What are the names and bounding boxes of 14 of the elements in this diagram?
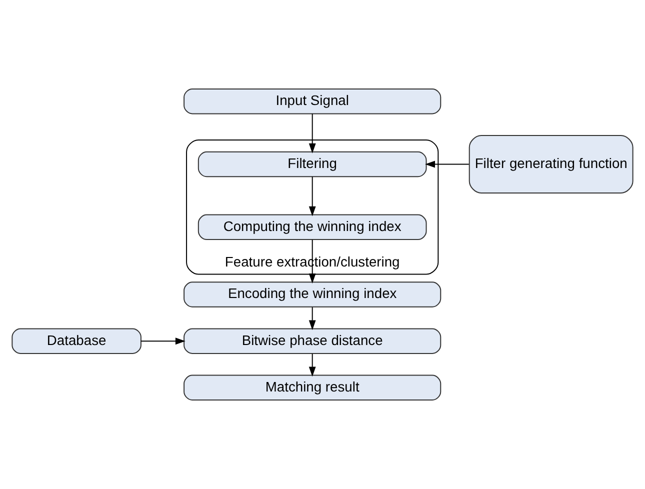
node-box: Database	[12, 328, 142, 354]
node-box: Filter generating function	[468, 135, 634, 194]
node-box: Input Signal	[184, 88, 442, 114]
arrow	[308, 176, 316, 216]
arrow	[308, 306, 316, 330]
node-box: Filtering	[198, 151, 427, 178]
arrow	[308, 113, 316, 154]
arrow	[308, 353, 316, 377]
node-box: Matching result	[184, 374, 442, 401]
node-box: Computing the winning index	[198, 214, 427, 240]
node-box: Bitwise phase distance	[184, 328, 442, 354]
arrow	[140, 338, 186, 345]
node-box: Encoding the winning index	[184, 282, 442, 308]
arrow	[425, 160, 470, 168]
